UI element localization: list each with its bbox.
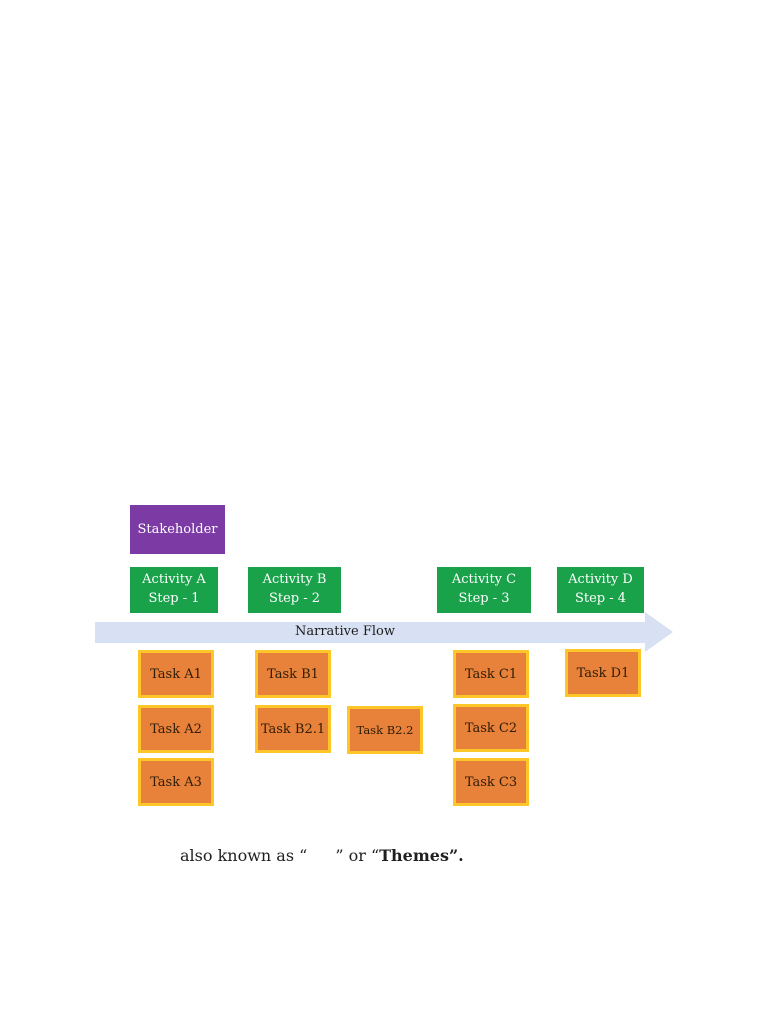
activity-c-name: Activity C: [451, 572, 517, 588]
task-a3-label: Task A3: [150, 774, 202, 790]
task-c3-label: Task C3: [464, 774, 518, 790]
activity-d-name: Activity D: [568, 572, 633, 588]
caption-part1: also known as “: [180, 846, 308, 865]
activity-box-d: Activity D Step - 4: [557, 567, 644, 613]
caption-emphasis: Themes”.: [379, 846, 464, 865]
task-a1-label: Task A1: [150, 666, 202, 682]
activity-a-step: Step - 1: [148, 591, 200, 606]
task-b2-1-label: Task B2.1: [260, 721, 326, 737]
narrative-flow-arrowhead-icon: [645, 612, 673, 652]
activity-c-step: Step - 3: [458, 591, 510, 606]
task-box-d1: Task D1: [565, 649, 641, 697]
task-box-a2: Task A2: [138, 705, 214, 753]
narrative-flow-arrow: [95, 622, 645, 643]
task-box-c2: Task C2: [453, 704, 529, 752]
activity-b-step: Step - 2: [268, 591, 321, 606]
stakeholder-box: Stakeholder: [130, 505, 225, 554]
task-c2-label: Task C2: [464, 720, 518, 736]
task-b2-2-label: Task B2.2: [356, 723, 414, 737]
task-box-b2-2: Task B2.2: [347, 706, 423, 754]
activity-box-a: Activity A Step - 1: [130, 567, 218, 613]
task-c1-label: Task C1: [464, 666, 518, 682]
task-a2-label: Task A2: [150, 721, 202, 737]
task-d1-label: Task D1: [576, 665, 630, 681]
activity-box-c: Activity C Step - 3: [437, 567, 531, 613]
task-b1-label: Task B1: [267, 666, 319, 682]
activity-b-name: Activity B: [262, 572, 327, 588]
activity-box-b: Activity B Step - 2: [248, 567, 341, 613]
narrative-flow-label: Narrative Flow: [295, 624, 395, 639]
task-box-c1: Task C1: [453, 650, 529, 698]
caption: also known as “ ” or “Themes”.: [180, 846, 464, 865]
activity-a-name: Activity A: [142, 572, 206, 588]
stakeholder-label: Stakeholder: [137, 522, 218, 537]
task-box-a1: Task A1: [138, 650, 214, 698]
activity-d-step: Step - 4: [574, 591, 627, 606]
task-box-b1: Task B1: [255, 650, 331, 698]
caption-part2: ” or “: [335, 846, 380, 865]
task-box-c3: Task C3: [453, 758, 529, 806]
task-box-a3: Task A3: [138, 758, 214, 806]
task-box-b2-1: Task B2.1: [255, 705, 331, 753]
